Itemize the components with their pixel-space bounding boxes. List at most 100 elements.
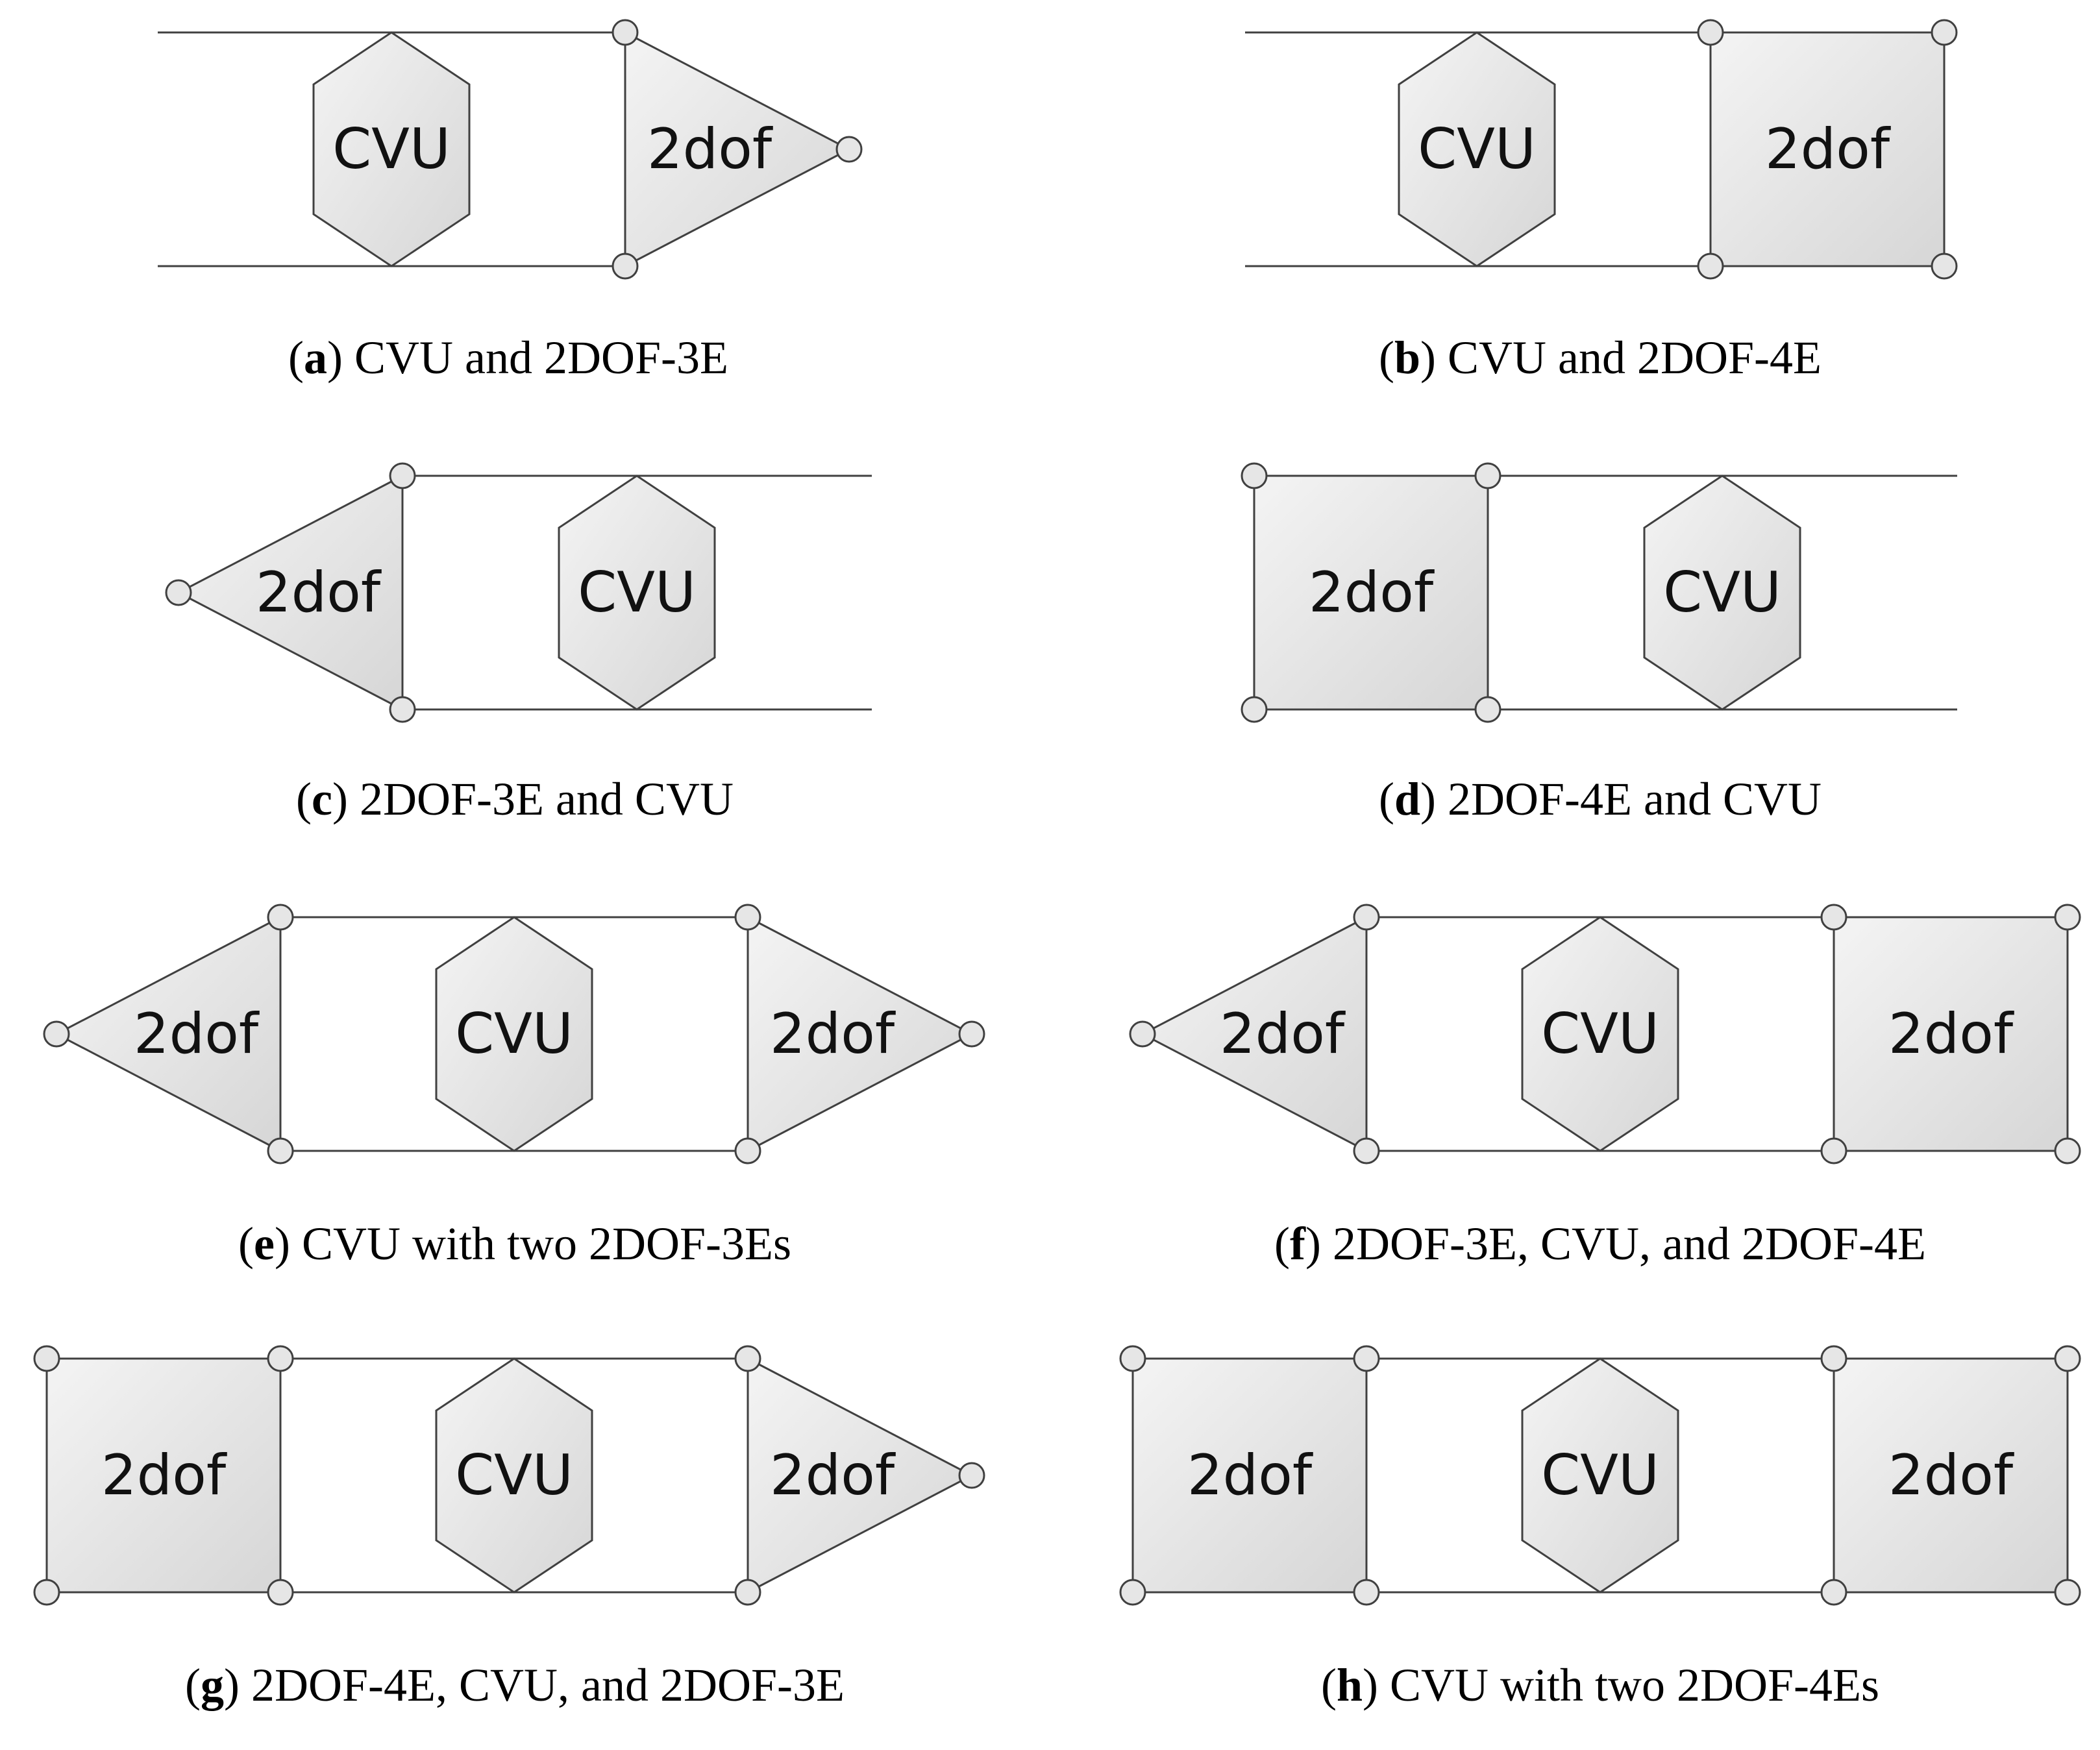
node — [1931, 253, 1958, 280]
caption-letter: c — [312, 773, 332, 825]
caption-paren: ( — [238, 1218, 254, 1270]
node — [611, 253, 639, 280]
node — [1931, 19, 1958, 46]
node — [389, 462, 416, 489]
node — [734, 1345, 761, 1372]
node — [1129, 1020, 1156, 1048]
dof-label: 2dof — [1765, 117, 1891, 182]
cvu-hexagon — [435, 1357, 593, 1594]
caption-letter: b — [1394, 332, 1420, 384]
node — [1697, 253, 1724, 280]
dof-square — [1709, 31, 1946, 267]
caption-e: (e) CVU with two 2DOF-3Es — [238, 1218, 791, 1270]
caption-letter: d — [1394, 773, 1420, 825]
node — [1119, 1579, 1146, 1606]
caption-text: CVU with two 2DOF-4Es — [1378, 1659, 1879, 1711]
dof-label: 2dof — [101, 1443, 227, 1508]
caption-letter: h — [1337, 1659, 1363, 1711]
caption-paren: ) — [1420, 773, 1436, 825]
caption-g: (g) 2DOF-4E, CVU, and 2DOF-3E — [185, 1659, 845, 1711]
cvu-label: CVU — [332, 117, 451, 182]
node — [389, 696, 416, 723]
node — [2054, 1345, 2081, 1372]
caption-paren: ( — [1321, 1659, 1337, 1711]
caption-paren: ( — [296, 773, 312, 825]
caption-letter: g — [201, 1659, 224, 1711]
dof-label: 2dof — [256, 560, 382, 625]
dof-square — [45, 1357, 282, 1594]
caption-paren: ) — [1305, 1218, 1321, 1270]
node — [267, 1137, 294, 1165]
dof-square — [1833, 916, 2069, 1152]
node — [1353, 904, 1380, 931]
node — [267, 1579, 294, 1606]
node — [1474, 696, 1501, 723]
node — [2054, 904, 2081, 931]
dof-label: 2dof — [1888, 1443, 2014, 1508]
node — [1353, 1579, 1380, 1606]
caption-letter: e — [254, 1218, 275, 1270]
node — [33, 1345, 60, 1372]
caption-paren: ) — [1363, 1659, 1378, 1711]
caption-paren: ) — [275, 1218, 290, 1270]
cvu-label: CVU — [578, 560, 696, 625]
caption-paren: ( — [1274, 1218, 1290, 1270]
dof-square — [1253, 474, 1489, 711]
caption-text: 2DOF-3E, CVU, and 2DOF-4E — [1321, 1218, 1926, 1270]
caption-paren: ) — [224, 1659, 240, 1711]
node — [1820, 904, 1847, 931]
node — [33, 1579, 60, 1606]
dof-triangle — [747, 1357, 974, 1594]
node — [1353, 1137, 1380, 1165]
cvu-hexagon — [1521, 916, 1679, 1152]
caption-b: (b) CVU and 2DOF-4E — [1379, 332, 1822, 384]
cvu-label: CVU — [1541, 1002, 1659, 1066]
cvu-label: CVU — [455, 1443, 573, 1508]
node — [958, 1020, 985, 1048]
caption-paren: ( — [1379, 773, 1394, 825]
caption-paren: ( — [288, 332, 304, 384]
dof-label: 2dof — [770, 1002, 896, 1066]
node — [1119, 1345, 1146, 1372]
dof-label: 2dof — [134, 1002, 260, 1066]
caption-letter: f — [1290, 1218, 1306, 1270]
node — [835, 136, 863, 163]
cvu-hexagon — [1643, 474, 1801, 711]
node — [1697, 19, 1724, 46]
node — [2054, 1137, 2081, 1165]
node — [267, 904, 294, 931]
caption-paren: ) — [332, 773, 348, 825]
cvu-hexagon — [1521, 1357, 1679, 1594]
cvu-label: CVU — [1663, 560, 1781, 625]
dof-label: 2dof — [1309, 560, 1435, 625]
caption-a: (a) CVU and 2DOF-3E — [288, 332, 728, 384]
cvu-label: CVU — [455, 1002, 573, 1066]
dof-square — [1131, 1357, 1368, 1594]
dof-label: 2dof — [1187, 1443, 1313, 1508]
caption-paren: ( — [1379, 332, 1394, 384]
node — [734, 1579, 761, 1606]
cvu-hexagon — [435, 916, 593, 1152]
caption-c: (c) 2DOF-3E and CVU — [296, 773, 734, 825]
node — [267, 1345, 294, 1372]
cvu-hexagon — [312, 31, 471, 267]
caption-paren: ) — [327, 332, 343, 384]
node — [1241, 462, 1268, 489]
node — [734, 904, 761, 931]
dof-triangle — [54, 915, 282, 1153]
node — [43, 1020, 70, 1048]
caption-paren: ) — [1420, 332, 1436, 384]
caption-paren: ( — [185, 1659, 201, 1711]
dof-label: 2dof — [1888, 1002, 2014, 1066]
node — [734, 1137, 761, 1165]
dof-triangle — [1140, 915, 1368, 1153]
dof-label: 2dof — [770, 1443, 896, 1508]
node — [1820, 1137, 1847, 1165]
node — [1820, 1579, 1847, 1606]
dof-triangle — [176, 474, 404, 711]
